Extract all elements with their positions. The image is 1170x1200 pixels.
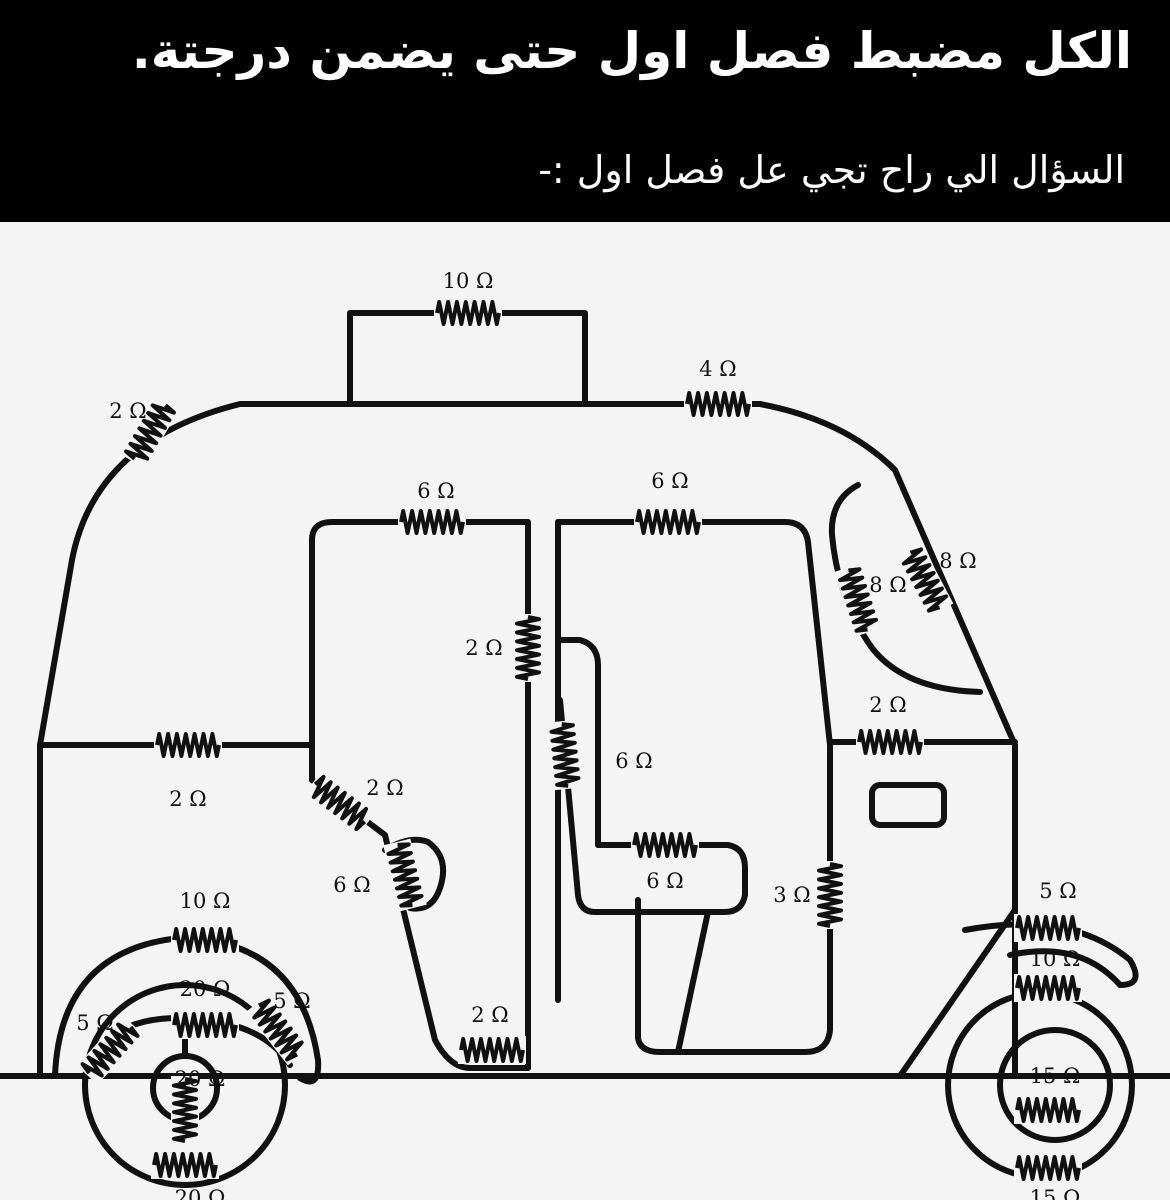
resistor-door-diagonal bbox=[304, 771, 376, 835]
resistor-label: 4 Ω bbox=[699, 357, 736, 381]
resistor-rear-fender-top bbox=[171, 926, 239, 954]
resistor-label: 2 Ω bbox=[465, 636, 502, 660]
header-title: الكل مضبط فصل اول حتى يضمن درجتة. bbox=[131, 22, 1132, 80]
resistor-rear-hub-top bbox=[171, 1011, 239, 1039]
resistor-label: 8 Ω bbox=[939, 549, 976, 573]
resistor-windshield-2 bbox=[896, 543, 954, 617]
resistor-door-top-left bbox=[398, 508, 466, 536]
resistor-label: 2 Ω bbox=[471, 1003, 508, 1027]
front-box-wire bbox=[635, 742, 833, 1055]
header-banner: الكل مضبط فصل اول حتى يضمن درجتة. السؤال… bbox=[0, 0, 1170, 222]
resistor-label: 20 Ω bbox=[175, 1186, 226, 1200]
resistor-rear-hub-bottom bbox=[151, 1151, 219, 1179]
resistor-zigzag bbox=[386, 842, 424, 908]
resistor-label: 6 Ω bbox=[615, 749, 652, 773]
resistor-zigzag bbox=[1015, 915, 1081, 941]
resistor-front-lower bbox=[816, 861, 844, 929]
resistor-label: 6 Ω bbox=[646, 869, 683, 893]
resistor-label: 5 Ω bbox=[273, 989, 310, 1013]
resistor-front-hub-bottom bbox=[1014, 1154, 1082, 1182]
resistor-door-loop bbox=[383, 838, 427, 912]
rear-wheel bbox=[82, 982, 288, 1188]
door-frame-wire bbox=[309, 519, 531, 1071]
resistor-zigzag bbox=[857, 729, 923, 755]
resistor-roof-left bbox=[120, 395, 180, 469]
resistor-label: 8 Ω bbox=[869, 573, 906, 597]
front-hub bbox=[997, 1027, 1113, 1143]
resistor-door-top-right bbox=[634, 508, 702, 536]
resistor-group: 10 Ω 4 Ω 2 Ω 6 Ω 6 Ω 8 Ω 8 Ω 2 Ω 6 Ω 6 Ω 2 Ω 2 Ω 6 Ω… bbox=[76, 269, 1082, 1200]
resistor-zigzag bbox=[685, 391, 751, 417]
resistor-label: 3 Ω bbox=[773, 883, 810, 907]
resistor-windshield-1 bbox=[834, 563, 882, 637]
resistor-roof-box bbox=[434, 299, 502, 327]
resistor-zigzag bbox=[635, 509, 701, 535]
resistor-zigzag bbox=[252, 998, 304, 1062]
front-window bbox=[869, 782, 947, 828]
resistor-zigzag bbox=[901, 547, 949, 613]
resistor-label: 2 Ω bbox=[169, 787, 206, 811]
resistor-zigzag bbox=[399, 509, 465, 535]
resistor-label: 6 Ω bbox=[651, 469, 688, 493]
resistor-zigzag bbox=[837, 567, 879, 633]
resistor-label: 15 Ω bbox=[1030, 1186, 1081, 1200]
resistor-zigzag bbox=[817, 862, 843, 928]
resistor-zigzag bbox=[172, 1012, 238, 1038]
resistor-label: 2 Ω bbox=[869, 693, 906, 717]
seat-leg-wire bbox=[675, 909, 711, 1055]
resistor-roof-right bbox=[684, 390, 752, 418]
resistor-zigzag bbox=[549, 722, 581, 788]
resistor-zigzag bbox=[515, 615, 541, 681]
resistor-door-bottom bbox=[458, 1036, 526, 1064]
resistor-zigzag bbox=[152, 1152, 218, 1178]
resistor-zigzag bbox=[172, 927, 238, 953]
resistor-zigzag bbox=[155, 732, 221, 758]
front-door-frame-wire bbox=[555, 519, 833, 748]
resistor-label: 5 Ω bbox=[1039, 879, 1076, 903]
resistor-left-bar bbox=[154, 731, 222, 759]
body-outline bbox=[37, 401, 1018, 1079]
resistor-seat-base bbox=[631, 831, 699, 859]
resistor-zigzag bbox=[172, 1077, 198, 1143]
resistor-label: 20 Ω bbox=[180, 977, 231, 1001]
resistor-label: 6 Ω bbox=[333, 873, 370, 897]
resistor-zigzag bbox=[1015, 975, 1081, 1001]
resistor-zigzag bbox=[632, 832, 698, 858]
resistor-zigzag bbox=[311, 774, 369, 832]
header-subtitle: السؤال الي راح تجي عل فصل اول :- bbox=[538, 148, 1125, 192]
resistor-seat-back bbox=[547, 719, 583, 791]
door-lower-wire bbox=[309, 777, 531, 1071]
resistor-label: 15 Ω bbox=[1030, 1064, 1081, 1088]
resistor-zigzag bbox=[1015, 1097, 1081, 1123]
resistor-middle-left-post bbox=[514, 614, 542, 682]
resistor-label: 10 Ω bbox=[1030, 947, 1081, 971]
resistor-label: 5 Ω bbox=[76, 1011, 113, 1035]
resistor-label: 2 Ω bbox=[109, 399, 146, 423]
resistor-label: 2 Ω bbox=[366, 776, 403, 800]
resistor-zigzag bbox=[124, 403, 176, 461]
resistor-front-fender-top bbox=[1014, 914, 1082, 942]
resistor-zigzag bbox=[459, 1037, 525, 1063]
resistor-zigzag bbox=[80, 1022, 140, 1078]
seat-back-wire bbox=[555, 637, 748, 915]
resistor-front-hub-top bbox=[1014, 974, 1082, 1002]
resistor-zigzag bbox=[1015, 1155, 1081, 1181]
resistor-label: 10 Ω bbox=[180, 889, 231, 913]
resistor-rear-hub-middle bbox=[171, 1076, 199, 1144]
resistor-rear-fender-left bbox=[76, 1015, 144, 1085]
resistor-zigzag bbox=[435, 300, 501, 326]
resistor-rear-fender-right bbox=[246, 994, 310, 1066]
front-bumper-wire bbox=[897, 907, 1018, 1079]
resistor-label: 20 Ω bbox=[175, 1067, 226, 1091]
resistor-label: 6 Ω bbox=[417, 479, 454, 503]
resistor-front-bar bbox=[856, 728, 924, 756]
resistor-label: 10 Ω bbox=[443, 269, 494, 293]
resistor-front-hub-middle bbox=[1014, 1096, 1082, 1124]
